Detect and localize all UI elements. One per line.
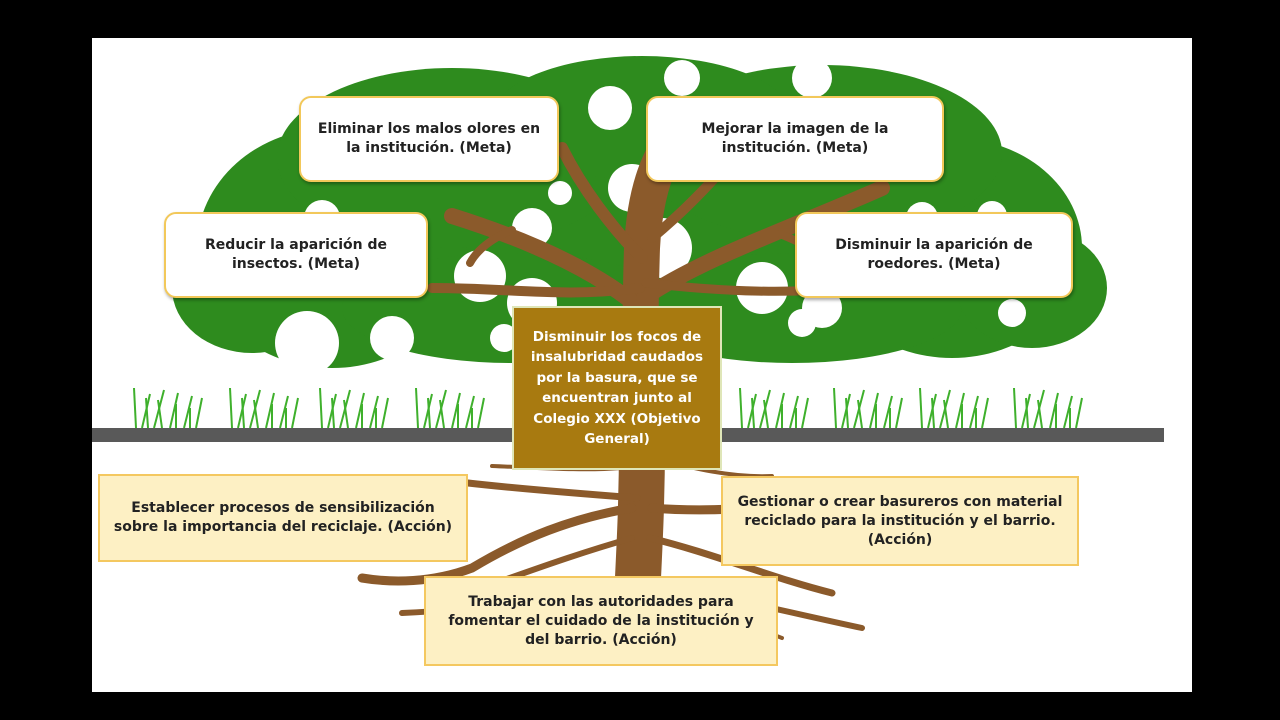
meta-text-roedores: Disminuir la aparición de roedores. (Met… [835, 237, 1033, 272]
accion-text-autoridades: Trabajar con las autoridades para foment… [448, 593, 754, 648]
accion-box-autoridades: Trabajar con las autoridades para foment… [424, 576, 778, 666]
meta-box-roedores: Disminuir la aparición de roedores. (Met… [795, 212, 1073, 298]
objetivo-general-text: Disminuir los focos de insalubridad caud… [530, 328, 704, 448]
meta-text-insectos: Reducir la aparición de insectos. (Meta) [205, 237, 387, 272]
accion-text-basureros: Gestionar o crear basureros con material… [737, 493, 1063, 548]
accion-box-basureros: Gestionar o crear basureros con material… [721, 476, 1079, 566]
accion-box-sensibilizacion: Establecer procesos de sensibilización s… [98, 474, 468, 562]
slide: Eliminar los malos olores en la instituc… [92, 38, 1192, 692]
meta-box-imagen: Mejorar la imagen de la institución. (Me… [646, 96, 944, 182]
objetivo-general-box: Disminuir los focos de insalubridad caud… [512, 306, 722, 470]
meta-box-insectos: Reducir la aparición de insectos. (Meta) [164, 212, 428, 298]
accion-text-sensibilizacion: Establecer procesos de sensibilización s… [113, 500, 453, 535]
tree-trunk [427, 140, 890, 476]
meta-text-imagen: Mejorar la imagen de la institución. (Me… [701, 121, 889, 156]
meta-box-olores: Eliminar los malos olores en la instituc… [299, 96, 559, 182]
grass [133, 387, 1083, 429]
meta-text-olores: Eliminar los malos olores en la instituc… [317, 121, 541, 156]
